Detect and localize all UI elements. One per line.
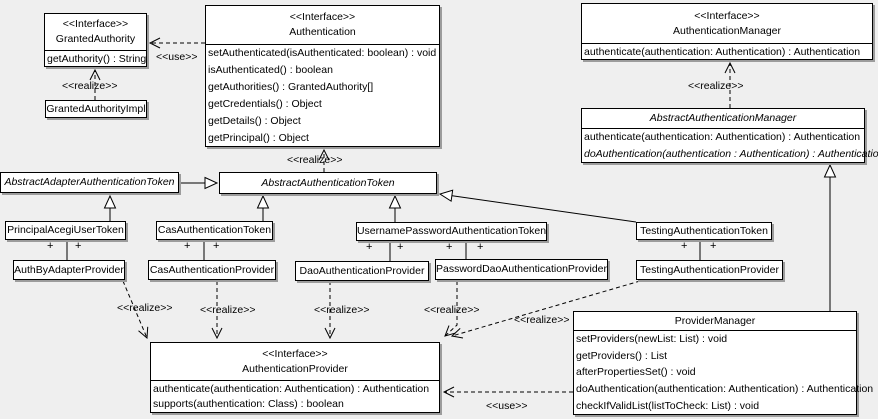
realize-label: <<realize>>	[200, 304, 256, 316]
class-name: DaoAuthenticationProvider	[299, 264, 425, 277]
plus-marker: +	[75, 240, 82, 252]
class-testing-authentication-token[interactable]: TestingAuthenticationToken	[636, 222, 772, 240]
class-principal-acegi-user-token[interactable]: PrincipalAcegiUserToken	[5, 221, 126, 240]
class-abstract-adapter-authentication-token[interactable]: AbstractAdapterAuthenticationToken	[0, 172, 179, 193]
class-password-dao-authentication-provider[interactable]: PasswordDaoAuthenticationProvider	[435, 259, 608, 280]
class-authentication[interactable]: <<Interface>> Authentication setAuthenti…	[205, 5, 440, 147]
plus-marker: +	[446, 241, 453, 253]
method-row: getAuthority() : String	[47, 52, 147, 65]
plus-marker: +	[366, 241, 373, 253]
class-header: ProviderManager	[574, 312, 856, 331]
class-header: <<Interface>> AuthenticationManager	[582, 4, 872, 44]
plus-marker: +	[47, 240, 54, 252]
stereotype-label: <<Interface>>	[694, 9, 760, 22]
class-auth-by-adapter-provider[interactable]: AuthByAdapterProvider	[13, 260, 125, 280]
class-name: UsernamePasswordAuthenticationToken	[356, 225, 547, 237]
class-name: TestingAuthenticationToken	[640, 224, 768, 237]
method-row: getProviders() : List	[576, 349, 668, 362]
class-name: CasAuthenticationProvider	[149, 263, 275, 276]
edge-realize-testingauthenticationprovider	[450, 280, 641, 339]
method-row: authenticate(authentication: Authenticat…	[584, 131, 861, 144]
method-row: getDetails() : Object	[208, 114, 301, 127]
class-provider-manager[interactable]: ProviderManager setProviders(newList: Li…	[573, 311, 874, 415]
class-cas-authentication-provider[interactable]: CasAuthenticationProvider	[148, 260, 276, 280]
method-row: getAuthorities() : GrantedAuthority[]	[208, 81, 374, 94]
class-granted-authority-impl[interactable]: GrantedAuthorityImpl	[45, 100, 147, 118]
realize-label: <<realize>>	[514, 314, 570, 326]
realize-label: <<realize>>	[62, 80, 118, 92]
class-abstract-authentication-manager[interactable]: AbstractAuthenticationManager authentica…	[581, 108, 878, 163]
class-header: <<Interface>> GrantedAuthority	[45, 14, 146, 51]
class-name: AuthenticationManager	[673, 24, 781, 37]
edge-realize-authbyadapterprovider	[122, 280, 149, 340]
method-row: isAuthenticated() : boolean	[208, 64, 333, 77]
class-testing-authentication-provider[interactable]: TestingAuthenticationProvider	[636, 260, 783, 280]
plus-marker: +	[184, 240, 191, 252]
realize-label: <<realize>>	[287, 154, 343, 166]
method-row: checkIfValidList(listToCheck: List) : vo…	[576, 399, 760, 412]
method-row: doAuthentication(authentication: Authent…	[576, 383, 874, 396]
stereotype-label: <<Interface>>	[62, 18, 129, 30]
method-row: doAuthentication(authentication : Authen…	[584, 147, 878, 160]
realize-label: <<realize>>	[688, 80, 744, 92]
class-name: GrantedAuthority	[55, 33, 136, 45]
class-name: Authentication	[289, 26, 356, 38]
class-name: AuthByAdapterProvider	[14, 263, 124, 276]
class-header: <<Interface>> AuthenticationProvider	[151, 343, 439, 381]
plus-marker: +	[681, 240, 688, 252]
plus-marker: +	[710, 240, 717, 252]
class-name: AuthenticationProvider	[242, 362, 348, 375]
method-row: supports(authentication: Class) : boolea…	[153, 398, 344, 411]
realize-label: <<realize>>	[424, 304, 480, 316]
class-cas-authentication-token[interactable]: CasAuthenticationToken	[156, 221, 273, 240]
method-row: getCredentials() : Object	[208, 97, 322, 110]
class-header: AbstractAuthenticationManager	[582, 109, 864, 129]
class-name: ProviderManager	[674, 314, 756, 327]
realize-label: <<realize>>	[314, 304, 370, 316]
class-name: PrincipalAcegiUserToken	[7, 224, 124, 236]
class-username-password-authentication-token[interactable]: UsernamePasswordAuthenticationToken	[356, 222, 547, 241]
stereotype-label: <<Interface>>	[262, 347, 328, 360]
plus-marker: +	[477, 241, 484, 253]
use-label: <<use>>	[486, 400, 528, 412]
method-row: authenticate(authentication: Authenticat…	[153, 382, 430, 395]
class-name: PasswordDaoAuthenticationProvider	[436, 263, 608, 275]
realize-label: <<realize>>	[117, 302, 173, 314]
class-dao-authentication-provider[interactable]: DaoAuthenticationProvider	[295, 261, 429, 281]
method-row: authenticate(authentication: Authenticat…	[584, 45, 861, 58]
class-header: <<Interface>> Authentication	[206, 6, 439, 45]
plus-marker: +	[213, 240, 220, 252]
class-granted-authority[interactable]: <<Interface>> GrantedAuthority getAuthor…	[44, 13, 147, 67]
method-row: getPrincipal() : Object	[208, 131, 309, 144]
edge-generalization-testingauthenticationtoken	[438, 189, 637, 223]
class-name: AbstractAuthenticationToken	[261, 176, 395, 189]
edge-realize-passworddaoauthenticationprovider	[444, 281, 458, 337]
method-row: setAuthenticated(isAuthenticated: boolea…	[208, 47, 437, 60]
stereotype-label: <<Interface>>	[289, 11, 356, 23]
method-row: afterPropertiesSet() : void	[576, 366, 696, 379]
class-name: AbstractAuthenticationManager	[649, 112, 797, 124]
class-authentication-provider[interactable]: <<Interface>> AuthenticationProvider aut…	[150, 342, 440, 413]
method-row: setProviders(newList: List) : void	[576, 333, 728, 346]
class-authentication-manager[interactable]: <<Interface>> AuthenticationManager auth…	[581, 3, 873, 60]
class-name: TestingAuthenticationProvider	[640, 263, 779, 276]
use-label: <<use>>	[156, 51, 198, 63]
class-name: GrantedAuthorityImpl	[46, 102, 146, 115]
class-name: CasAuthenticationToken	[157, 224, 272, 236]
class-abstract-authentication-token[interactable]: AbstractAuthenticationToken	[219, 172, 437, 194]
class-name: AbstractAdapterAuthenticationToken	[4, 176, 175, 188]
plus-marker: +	[397, 241, 404, 253]
